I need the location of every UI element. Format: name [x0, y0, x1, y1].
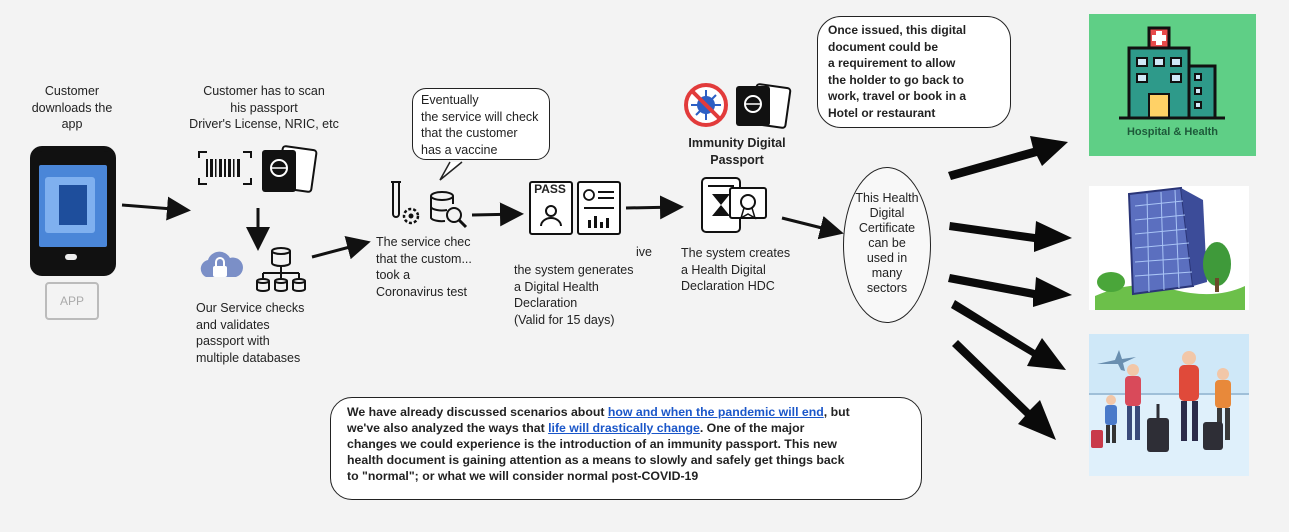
- life-change-link[interactable]: life will drastically change: [548, 421, 700, 435]
- immunity-passport-title: Immunity Digital Passport: [688, 136, 786, 167]
- step-create-text: The system creates a Health Digital Decl…: [681, 246, 791, 293]
- arrow-passport-to-certificate: [781, 215, 844, 240]
- step-validate-text: Our Service checks and validates passpor…: [196, 301, 305, 365]
- issued-speech-bubble: Once issued, this digital document could…: [817, 16, 1011, 128]
- arrow-app-to-scan: [121, 196, 191, 221]
- hospital-health-card: Hospital & Health: [1089, 14, 1256, 156]
- hospital-icon: [1119, 26, 1225, 120]
- summary-text-2: , but we've also analyzed the ways that: [347, 405, 850, 435]
- fan-arrow-building: [949, 221, 1072, 252]
- sector-fan-arrows: [948, 136, 1072, 440]
- fan-arrow-travel-1: [951, 300, 1066, 370]
- bubble-tail: [439, 161, 463, 181]
- app-file-icon: APP: [45, 282, 99, 320]
- phone-icon: [30, 146, 116, 276]
- phone-screen: [39, 165, 107, 247]
- step-generate-fragment: ive: [636, 245, 652, 259]
- certificate-text: This Health Digital Certificate can be u…: [855, 191, 919, 295]
- fan-arrow-hospital: [948, 136, 1068, 180]
- vaccine-speech-bubble: Eventually the service will check that t…: [412, 88, 550, 160]
- pandemic-end-link[interactable]: how and when the pandemic will end: [607, 405, 824, 419]
- arrow-check-to-pass: [471, 202, 524, 227]
- summary-text-3: . One of the major changes we could expe…: [347, 421, 845, 483]
- office-building-card: [1089, 186, 1249, 310]
- database-network-icon: [253, 245, 309, 295]
- step-download-text: Customer downloads the app: [31, 84, 113, 131]
- summary-text-1: We have already discussed scenarios abou…: [347, 405, 608, 419]
- step-generate-text: the system generates a Digital Health De…: [514, 263, 634, 327]
- pass-documents-icon: [528, 180, 624, 236]
- fan-arrow-travel-2: [952, 340, 1056, 440]
- travel-airport-card: [1089, 334, 1249, 476]
- travelers-icon: [1089, 334, 1249, 452]
- arrow-pass-to-passport: [625, 195, 684, 220]
- passport-icon: [258, 144, 318, 194]
- summary-bubble: We have already discussed scenarios abou…: [330, 397, 922, 500]
- hospital-label: Hospital & Health: [1126, 126, 1219, 138]
- pass-label: PASS: [534, 182, 566, 196]
- certificate-ellipse: [843, 167, 931, 323]
- barcode-icon: [197, 150, 253, 186]
- database-search-icon: [428, 190, 468, 230]
- arrow-validate-to-check: [311, 235, 371, 260]
- test-tube-gear-icon: [383, 180, 427, 230]
- certificate-tablet-icon: [700, 176, 770, 236]
- cloud-lock-icon: [196, 247, 244, 287]
- step-check-text: The service chec that the custom... took…: [376, 235, 472, 299]
- step-scan-text: Customer has to scan his passport Driver…: [189, 84, 339, 131]
- virus-passport-icon: [684, 80, 794, 130]
- office-building-icon: [1095, 186, 1245, 310]
- fan-arrow-park: [948, 274, 1072, 307]
